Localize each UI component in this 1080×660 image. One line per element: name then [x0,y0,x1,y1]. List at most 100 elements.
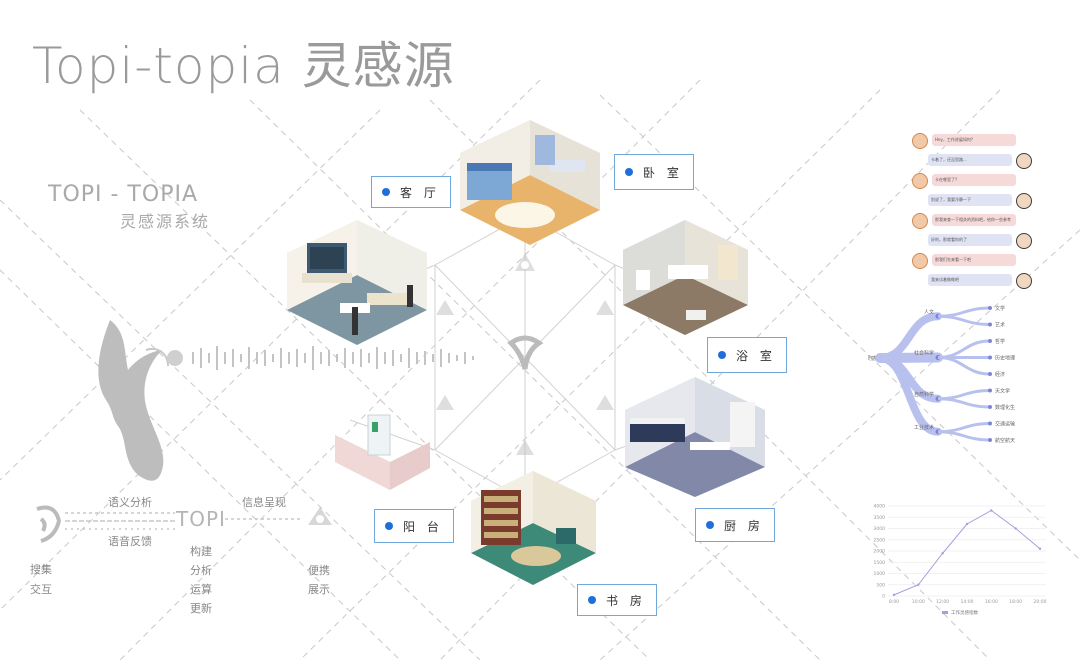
tree-leaf-label: 交通运输 [995,421,1015,428]
chat-message: 卡在哪里了? [912,172,1032,190]
room-label-text: 阳 台 [403,519,443,534]
room-dot-icon [706,521,714,529]
tree-root-label: 灵感 [868,355,876,362]
chart-legend-label: 工作灵感指数 [951,609,978,616]
chart-ytick-label: 500 [876,582,885,588]
tree-leaf-link [937,306,991,318]
chat-bubble: 别说了，我要冷静一下 [928,194,1012,206]
flow-update: 更新 [190,602,212,615]
kitchen-illustration [625,377,765,497]
tree-leaf-dot [988,322,992,327]
tree-leaf-label: 经济 [995,371,1005,378]
avatar-icon [912,133,928,149]
chat-bubble: 卡着了，还没思路... [928,154,1012,166]
room-label-text: 浴 室 [736,348,776,363]
tree-branch-label: 人文 [924,308,934,315]
hub-icon [596,395,614,410]
room-label-kitchen[interactable]: 厨 房 [695,508,775,542]
chart-ytick-label: 3000 [874,526,886,532]
room-label-bedroom[interactable]: 卧 室 [614,154,694,190]
chart-ytick-label: 2000 [874,549,886,555]
hub-logo-icon [308,507,332,525]
page-title: Topi-topia 灵感源 [32,37,455,95]
chart-point [1038,547,1042,550]
chat-bubble: 卡在哪里了? [932,174,1016,186]
tree-leaf-link [937,339,991,359]
chat-bubble: Hey，工作进展如何? [932,134,1016,146]
tree-leaf-link [937,397,991,409]
chart-point [1014,527,1017,530]
chat-panel: Hey，工作进展如何? 卡着了，还没思路... 卡在哪里了? 别说了，我要冷静一下那我… [912,128,1032,293]
avatar-icon [1016,233,1032,249]
avatar-icon [912,253,928,269]
tree-leaf-label: 哲学 [995,338,1005,345]
chat-bubble: 那我们先来看一下吧 [932,254,1016,266]
tree-leaf-label: 航空航天 [995,437,1015,444]
hub-icon [515,253,535,271]
avatar-icon [1016,153,1032,169]
chart-ytick-label: 1500 [874,560,886,566]
room-label-text: 客 厅 [400,185,440,200]
tree-leaf-dot [988,438,992,442]
chat-message: 我来试着做做吧 [912,272,1032,290]
balcony-illustration [335,414,430,490]
tree-leaf-label: 艺术 [995,322,1005,329]
room-label-living[interactable]: 客 厅 [371,176,451,208]
chart-point [990,509,993,512]
chat-bubble: 我来试着做做吧 [928,274,1012,286]
chart-xtick-label: 12:00 [936,599,949,605]
chart-ytick-label: 2500 [874,537,886,543]
ear-logo-icon [36,505,62,543]
chart-xtick-label: 10:00 [912,599,925,605]
head-silhouette-icon [98,320,169,481]
chart-xtick-label: 8:00 [889,599,899,605]
tree-leaf-label: 天文学 [995,388,1010,395]
flow-analyze: 分析 [190,564,212,577]
tree-leaf-link [937,430,991,442]
center-hub-icon [507,335,544,370]
chat-message: 别说了，我要冷静一下 [912,192,1032,210]
avatar-icon [912,213,928,229]
tree-leaf-label: 数理化生 [995,404,1015,411]
chart-xtick-label: 18:00 [1009,599,1022,605]
flow-portable: 便携 [308,564,330,577]
tree-branch-label: 自然科学 [914,391,934,398]
room-label-text: 厨 房 [724,518,764,533]
flow-build: 构建 [190,545,212,558]
system-name-en: TOPI - TOPIA [48,182,198,207]
tree-leaf-label: 文学 [995,305,1005,312]
study-illustration [471,471,596,585]
flow-display: 展示 [308,583,330,596]
room-label-bathroom[interactable]: 浴 室 [707,337,787,373]
chat-message: Hey，工作进展如何? [912,132,1032,150]
chart-ytick-label: 4000 [874,504,886,510]
chart-xtick-label: 20:00 [1034,599,1047,605]
room-dot-icon [625,168,633,176]
room-label-balcony[interactable]: 阳 台 [374,509,454,543]
chat-message: 那我们先来看一下吧 [912,252,1032,270]
avatar-icon [1016,193,1032,209]
chart-point [965,522,969,526]
room-label-study[interactable]: 书 房 [577,584,657,616]
chart-ytick-label: 0 [882,594,885,600]
chat-bubble: 那我来查一下相关的资料吧，给你一些参考 [932,214,1016,226]
chat-message: 那我来查一下相关的资料吧，给你一些参考 [912,212,1032,230]
room-label-text: 卧 室 [643,165,683,180]
chart-ytick-label: 3500 [874,515,886,521]
avatar-icon [912,173,928,189]
knowledge-tree: 灵感人文文学艺术社会科学哲学历史地理经济自然科学天文学数理化生工业技术交通运输航… [868,305,1015,444]
tree-branch-link [876,354,942,436]
flow-voice-feedback: 语音反馈 [108,535,152,548]
flow-diagram-lines [36,505,332,543]
tree-leaf-dot [988,372,992,376]
room-dot-icon [382,188,390,196]
hub-icon [516,440,534,455]
system-name-cn: 灵感源系统 [120,212,211,231]
tree-branch-label: 社会科学 [914,350,934,357]
living-room-illustration [287,220,427,345]
bathroom-illustration [623,220,748,335]
flow-topi: TOPI [176,507,226,531]
flow-search: 搜集 [30,563,52,576]
tree-branch-label: 工业技术 [914,424,934,431]
